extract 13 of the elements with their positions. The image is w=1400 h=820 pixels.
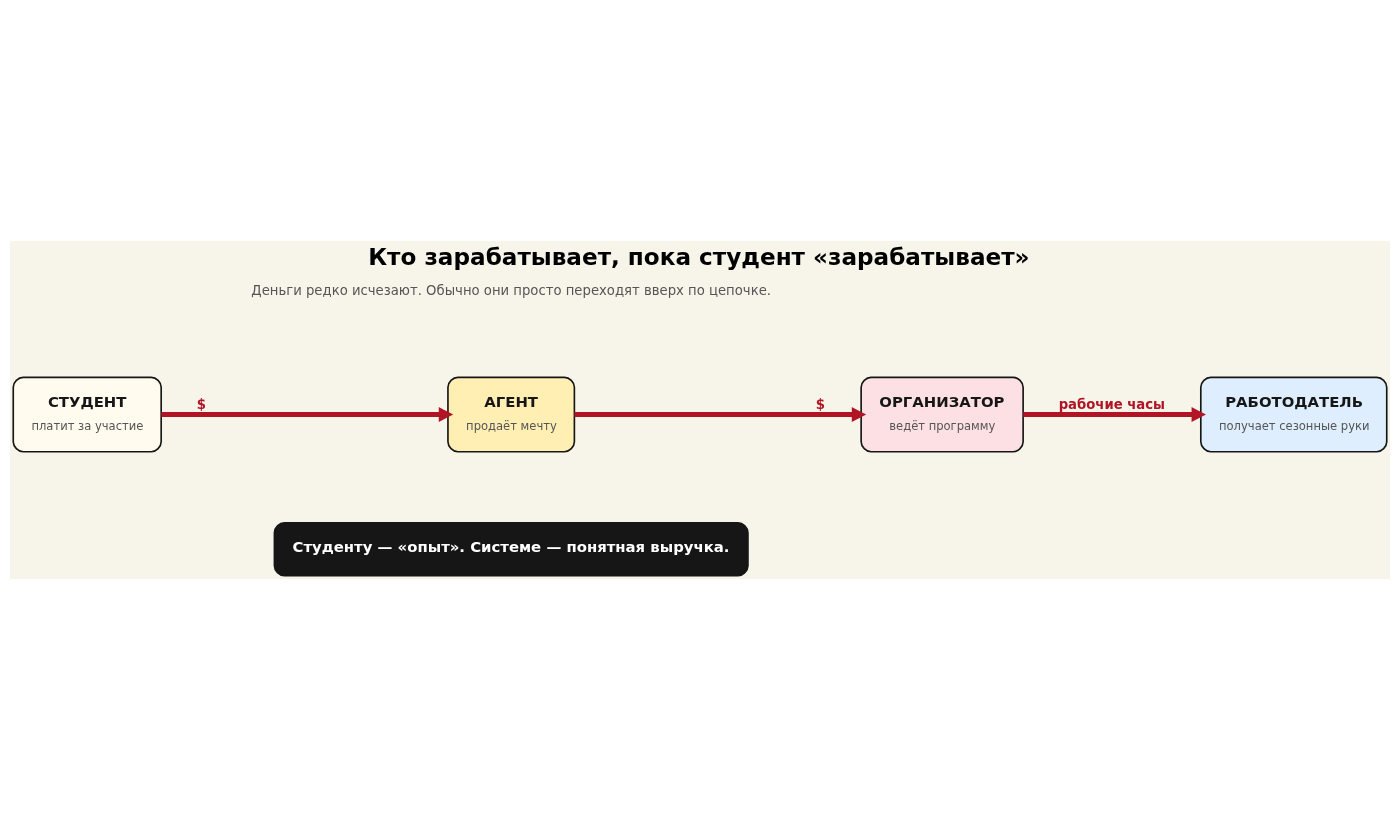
label: Деньги редко исчезают. Обычно они просто переходят вверх по цепочке. xyxy=(251,282,771,298)
node-box: РАБОТОДАТЕЛЬ получает сезонные руки xyxy=(1199,376,1388,453)
edge-label: $ xyxy=(196,397,206,413)
arrow xyxy=(1023,406,1206,423)
node-box: ОРГАНИЗАТОР ведёт программу xyxy=(860,376,1024,453)
edge-label: $ xyxy=(815,397,825,413)
node-box: АГЕНТ продаёт мечту xyxy=(447,376,576,453)
arrow xyxy=(161,406,454,423)
diagram-title: Кто зарабатывает, пока студент «зарабатывает» xyxy=(368,244,1030,271)
node-box: Студенту — «опыт». Системе — понятная выручка. xyxy=(273,521,749,577)
node-box: СТУДЕНТ платит за участие xyxy=(12,376,162,453)
arrow xyxy=(574,406,867,423)
edge-label: рабочие часы xyxy=(1058,397,1166,413)
